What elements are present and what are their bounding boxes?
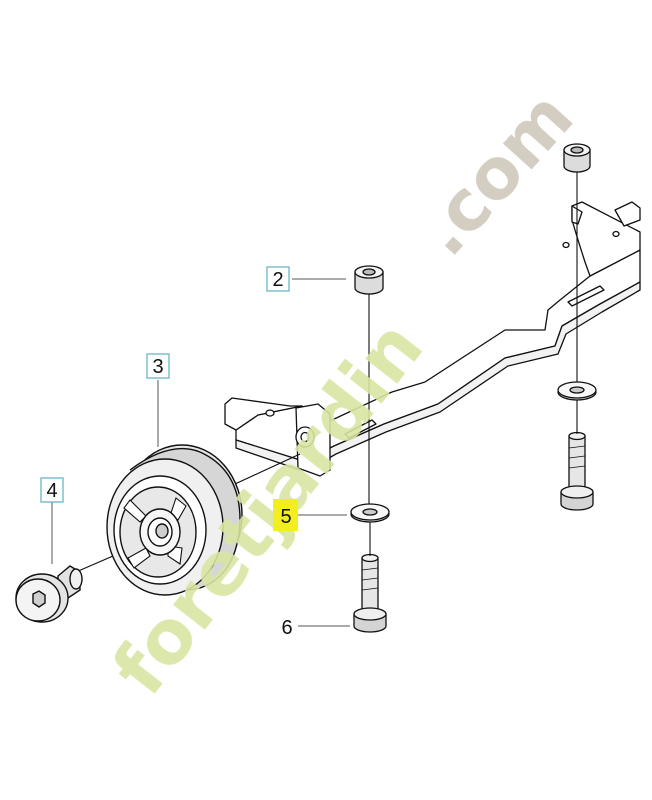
axle-bolt-part-4 xyxy=(15,565,83,623)
watermark-text-domain: .com xyxy=(402,76,589,271)
screw-part-6 xyxy=(353,553,387,633)
callout-5-label: 5 xyxy=(280,506,291,528)
wheel-part-3 xyxy=(106,444,243,596)
callout-4-label: 4 xyxy=(46,480,57,502)
washer-right xyxy=(557,381,597,401)
screw-right xyxy=(560,431,594,511)
spacer-part-2 xyxy=(354,265,384,295)
callout-leaders xyxy=(51,278,350,627)
callout-2[interactable]: 2 xyxy=(266,266,290,292)
watermark: foretjardin .com xyxy=(96,76,589,711)
callout-3[interactable]: 3 xyxy=(146,353,170,379)
callout-3-label: 3 xyxy=(152,356,163,378)
bracket-frame xyxy=(224,201,641,477)
spacer-right xyxy=(563,143,591,173)
callout-6[interactable]: 6 xyxy=(276,614,298,639)
callout-2-label: 2 xyxy=(272,269,283,291)
callout-6-label: 6 xyxy=(281,617,292,639)
callout-5[interactable]: 5 xyxy=(273,499,298,531)
washer-part-5 xyxy=(350,503,390,523)
callout-4[interactable]: 4 xyxy=(40,477,64,503)
